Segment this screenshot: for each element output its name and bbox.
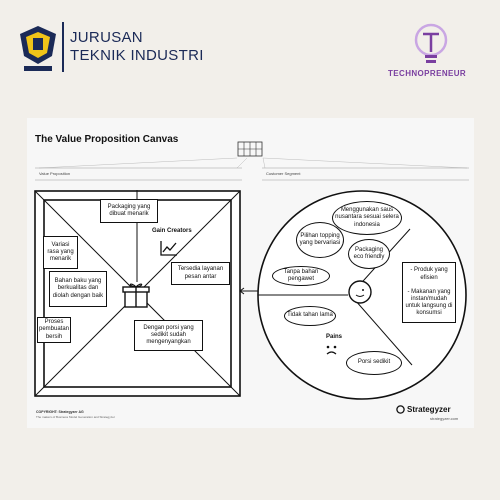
note-proses: Proses pembuatan bersih — [37, 317, 71, 343]
sad-face-icon — [326, 345, 337, 355]
customer-segment-label: Customer Segment — [266, 171, 301, 176]
note-pengawet: Tanpa bahan pengawet — [272, 266, 330, 286]
strategyzer-url: strategyzer.com — [430, 416, 459, 421]
strategyzer-logo-icon — [396, 405, 405, 414]
dept-line1: JURUSAN — [70, 29, 143, 46]
note-packaging: Packaging yang dibuat menarik — [100, 199, 158, 223]
note-tahan: Tidak tahan lama — [284, 306, 336, 326]
note-bahan: Bahan baku yang berkualitas dan diolah d… — [49, 271, 107, 307]
lightbulb-icon — [414, 23, 448, 63]
note-topping: Pilihan topping yang bervariasi — [296, 222, 344, 258]
note-produk: - Produk yang efisien - Makanan yang ins… — [402, 262, 456, 323]
business-model-icon — [237, 141, 263, 157]
gain-creators-label: Gain Creators — [152, 228, 192, 234]
university-logo — [20, 26, 56, 71]
chart-up-icon — [160, 241, 177, 256]
copyright-sub: The makers of Business Model Generation … — [36, 415, 115, 419]
pains-label: Pains — [326, 334, 343, 340]
canvas-guides — [35, 157, 469, 181]
strategyzer-logo: Strategyzer — [396, 405, 451, 414]
strategyzer-name: Strategyzer — [407, 405, 451, 414]
dept-line2: TEKNIK INDUSTRI — [70, 47, 204, 64]
gift-icon — [122, 283, 150, 308]
note-porsi-sedikit: Porsi sedikit — [346, 351, 402, 375]
customer-face-icon — [348, 280, 372, 304]
canvas-title: The Value Proposition Canvas — [35, 134, 179, 145]
copyright: COPYRIGHT: Strategyzer AG — [36, 410, 84, 414]
brand-name: TECHNOPRENEUR — [388, 69, 467, 78]
note-eco: Packaging eco friendly — [348, 239, 390, 269]
value-proposition-label: Value Proposition — [39, 171, 71, 176]
header-divider — [62, 22, 64, 72]
note-variasi: Variasi rasa yang menarik — [43, 236, 78, 269]
note-saus: Menggunakan saus nusantara sesuai selera… — [332, 201, 402, 235]
note-porsi: Dengan porsi yang sedikit sudah mengenya… — [134, 320, 203, 351]
note-tersedia: Tersedia layanan pesan antar — [171, 262, 230, 285]
